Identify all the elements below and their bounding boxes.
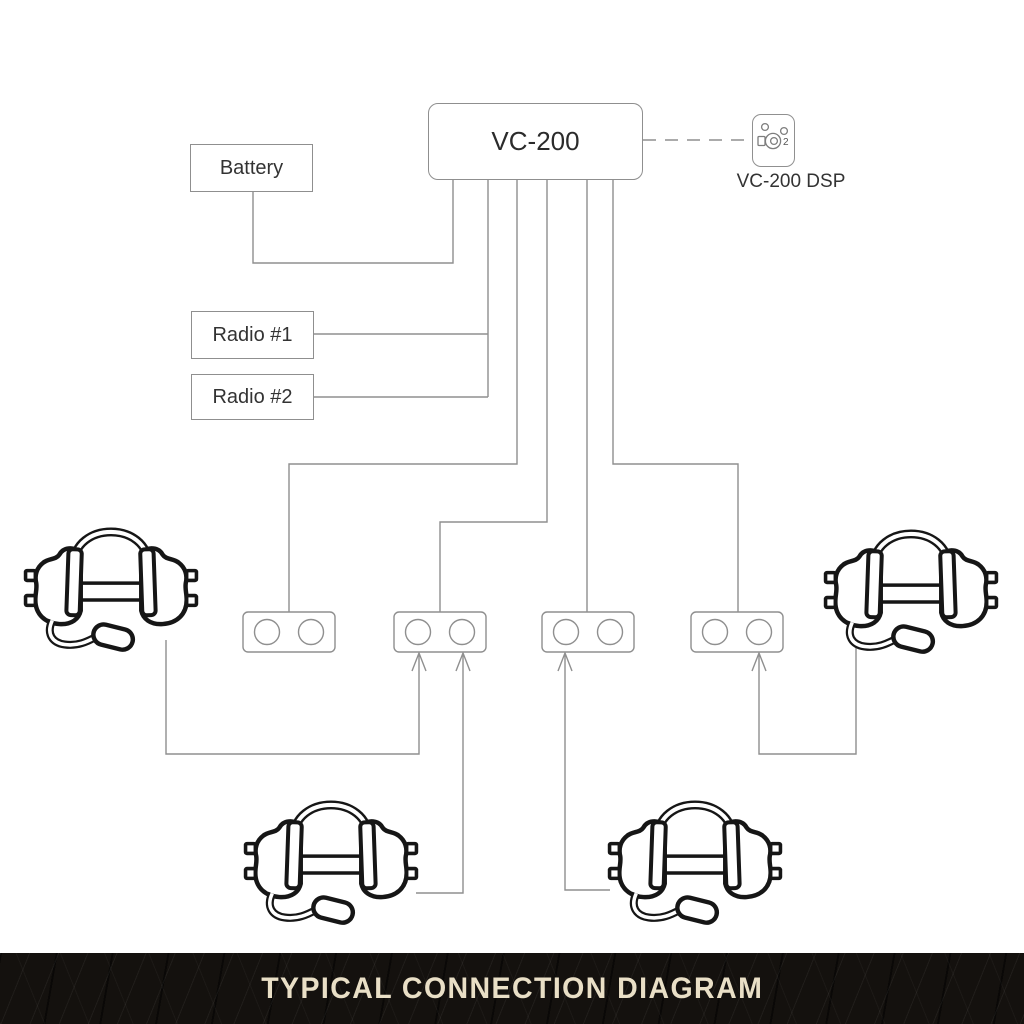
footer-title: TYPICAL CONNECTION DIAGRAM [260, 971, 764, 1005]
cable-headset1-plate2 [165, 640, 427, 755]
knob-icon-center [769, 136, 779, 146]
headset-icon [242, 781, 420, 933]
socket [253, 618, 281, 646]
socket [297, 618, 325, 646]
radio2-label: Radio #2 [212, 385, 293, 408]
wire-vc200-plate2 [439, 180, 548, 612]
knob-icon [764, 132, 782, 150]
battery-label: Battery [219, 156, 284, 179]
connector-lug-icon [757, 135, 766, 147]
socket [701, 618, 729, 646]
socket [404, 618, 432, 646]
socket [448, 618, 476, 646]
headset-icon [606, 781, 784, 933]
arrowhead [455, 651, 471, 672]
vc200-label: VC-200 [491, 126, 580, 156]
cable-headset2-plate2 [416, 651, 471, 894]
screw-hole-icon [760, 122, 770, 132]
arrowhead [751, 651, 767, 672]
wire-vc200-plate1 [288, 180, 518, 612]
wire-vc200-plate4 [612, 180, 739, 612]
connector-plate-4 [690, 611, 784, 653]
radio1-box: Radio #1 [191, 311, 314, 359]
socket [552, 618, 580, 646]
dsp-device-icon: 2 [757, 122, 789, 150]
arrowhead [411, 651, 427, 672]
headset-icon [822, 510, 1000, 662]
socket [745, 618, 773, 646]
battery-box: Battery [190, 144, 313, 192]
connector-plate-1 [242, 611, 336, 653]
screw-hole-icon [779, 126, 789, 136]
wire-vc200-radios [314, 180, 489, 398]
cable-headset4-plate4 [751, 640, 857, 755]
radio1-label: Radio #1 [212, 323, 293, 346]
dsp-device: 2 [752, 114, 795, 167]
radio2-box: Radio #2 [191, 374, 314, 420]
connector-plate-2 [393, 611, 487, 653]
dsp-label: VC-200 DSP [736, 171, 846, 192]
vc200-box: VC-200 [428, 103, 643, 180]
wire-vc200-battery [252, 180, 454, 264]
socket [596, 618, 624, 646]
dsp-port-number: 2 [783, 137, 789, 148]
cable-headset3-plate3 [557, 651, 610, 891]
arrowhead [557, 651, 573, 672]
footer-banner: TYPICAL CONNECTION DIAGRAM [0, 953, 1024, 1024]
headset-icon [22, 508, 200, 660]
connector-plate-3 [541, 611, 635, 653]
